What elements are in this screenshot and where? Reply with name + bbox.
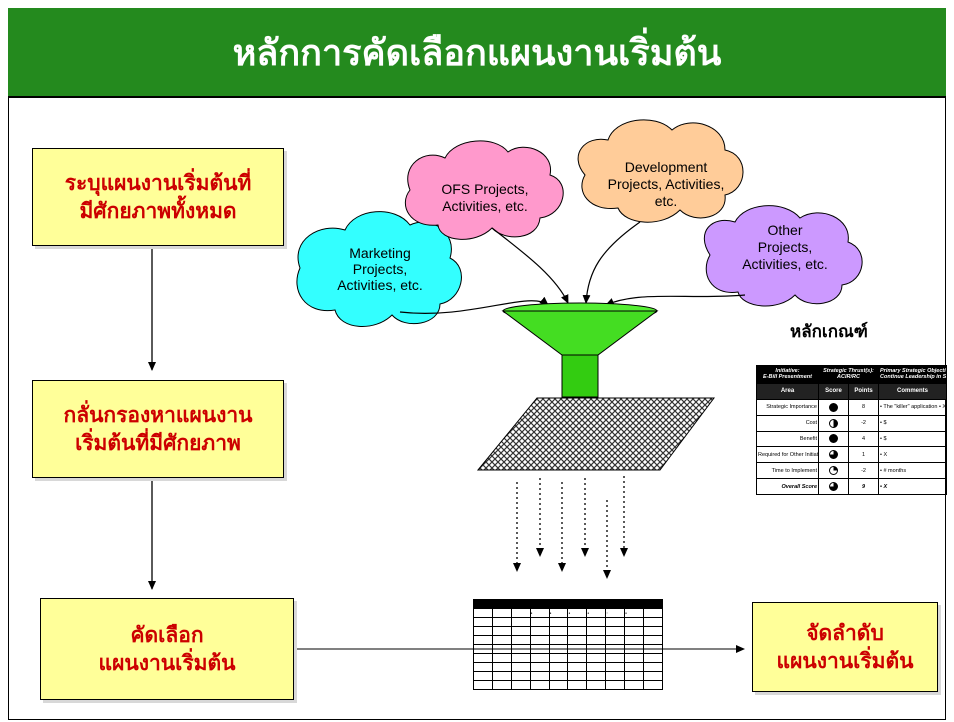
step-select: คัดเลือก แผนงานเริ่มต้น [40,598,294,700]
criteria-strategic-value: ACIR/RC [837,374,860,381]
score-three-quarter-icon [829,482,838,492]
criteria-area: Required for Other Initiatives/Dependenc… [756,446,819,464]
cloud-ofs: OFS Projects, Activities, etc. [404,140,564,240]
criteria-area: Cost [756,414,819,432]
cloud-other-line1: Other [767,222,802,238]
cloud-ofs-line1: OFS Projects, [441,181,528,197]
arrow-development-funnel [582,221,641,304]
criteria-points: -2 [847,462,880,480]
cloud-development: Development Projects, Activities, etc. [577,119,744,223]
criteria-columns-row: Area Score Points Comments [756,382,948,400]
score-three-quarter-icon [829,450,838,460]
step-screen-line2: เริ่มต้นที่มีศักยภาพ [75,431,241,455]
title-bar: หลักการคัดเลือกแผนงานเริ่มต้น [8,8,946,98]
criteria-comment: • X [878,478,948,495]
criteria-row: Time to Implement -2 • # months [756,462,948,480]
arrow-ofs-funnel [491,227,569,304]
criteria-table: Initiative: E-Bill Presentment Strategic… [756,365,948,495]
criteria-primary-value: Continue Leadership in Se... Products [880,374,947,381]
cloud-marketing-line1: Marketing [349,245,410,261]
cloud-ofs-line2: Activities, etc. [442,198,528,214]
sieve-mesh-icon [476,397,715,471]
criteria-area: Time to Implement [756,462,819,480]
step-select-line1: คัดเลือก [130,622,204,647]
score-full-icon [829,434,838,444]
score-quarter-icon [829,466,838,476]
criteria-area: Benefit [756,430,819,448]
criteria-comment: • # months [878,462,948,480]
dotted-arrows [513,476,628,579]
criteria-col-score: Score [818,382,849,400]
comparison-grid-thumbnail: ●●●●○● [473,599,663,690]
step-prioritize-line2: แผนงานเริ่มต้น [776,649,914,673]
criteria-comment: • X [878,446,948,464]
criteria-comment: • $ [878,430,948,448]
cloud-marketing-line3: Activities, etc. [337,277,423,293]
cloud-development-line1: Development [625,159,708,175]
criteria-col-area: Area [756,382,819,400]
criteria-points: 4 [847,430,880,448]
criteria-initiative-name: E-Bill Presentment [763,374,812,381]
cloud-other-line3: Activities, etc. [742,256,828,272]
slide-title: หลักการคัดเลือกแผนงานเริ่มต้น [232,32,722,74]
cloud-development-line3: etc. [655,193,678,209]
funnel-icon [501,302,659,398]
criteria-initiative-label: Initiative: [775,368,800,375]
criteria-row: Cost -2 • $ [756,414,948,432]
criteria-points: 9 [847,478,880,495]
arrow-marketing-funnel [399,296,549,314]
criteria-points: 1 [847,446,880,464]
criteria-area: Strategic Importance [756,398,819,416]
criteria-col-points: Points [847,382,880,400]
criteria-row-overall: Overall Score 9 • X [756,478,948,495]
criteria-points: 8 [847,398,880,416]
criteria-row: Benefit 4 • $ [756,430,948,448]
criteria-area: Overall Score [756,478,819,495]
cloud-development-line2: Projects, Activities, [608,176,725,192]
step-identify-line1: ระบุแผนงานเริ่มต้นที่ [64,170,252,195]
step-prioritize: จัดลำดับ แผนงานเริ่มต้น [752,602,938,692]
arrow-other-funnel [605,294,746,306]
step-screen-line1: กลั่นกรองหาแผนงาน [63,402,253,427]
cloud-other-line2: Projects, [758,239,812,255]
criteria-primary-label: Primary Strategic Objective: [880,368,947,375]
score-half-icon [829,418,838,428]
cloud-marketing-line2: Projects, [353,261,407,277]
criteria-row: Required for Other Initiatives/Dependenc… [756,446,948,464]
cloud-other: Other Projects, Activities, etc. [703,205,863,307]
criteria-comment: • The "killer" application • X [878,398,948,416]
step-screen: กลั่นกรองหาแผนงาน เริ่มต้นที่มีศักยภาพ [32,380,284,478]
criteria-points: -2 [847,414,880,432]
score-full-icon [829,402,838,412]
step-select-line2: แผนงานเริ่มต้น [98,651,236,675]
criteria-col-comments: Comments [878,382,948,400]
criteria-header-row: Initiative: E-Bill Presentment Strategic… [756,365,948,384]
criteria-strategic-label: Strategic Thrust(s): [823,368,874,375]
criteria-title: หลักเกณฑ์ [790,322,868,342]
step-identify-line2: มีศักยภาพทั้งหมด [79,199,237,223]
step-prioritize-line1: จัดลำดับ [806,620,884,645]
criteria-comment: • $ [878,414,948,432]
cloud-marketing: Marketing Projects, Activities, etc. [296,211,462,327]
step-identify: ระบุแผนงานเริ่มต้นที่ มีศักยภาพทั้งหมด [32,148,284,246]
criteria-row: Strategic Importance 8 • The "killer" ap… [756,398,948,416]
